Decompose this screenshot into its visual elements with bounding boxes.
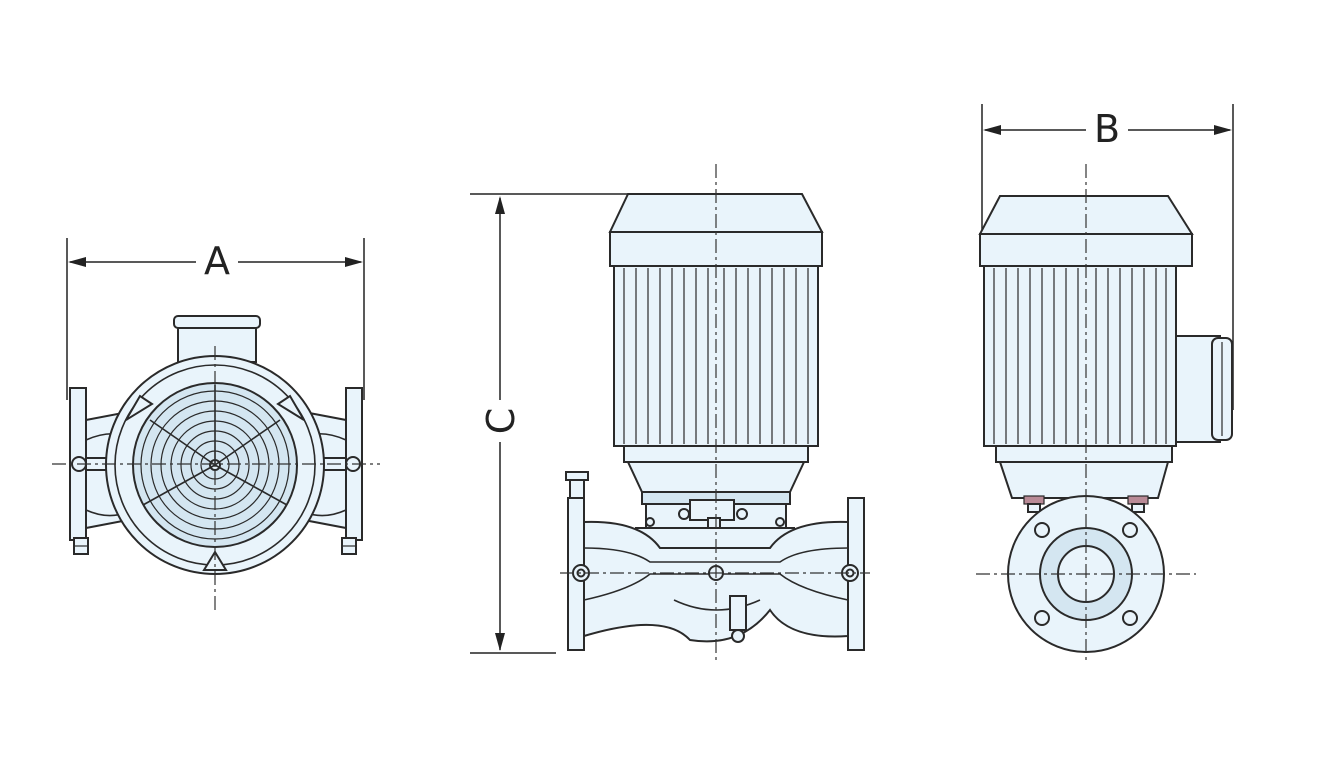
front-elevation-view: C [470, 164, 870, 662]
motor-fins [623, 268, 809, 444]
dimension-label-b: B [1094, 107, 1120, 151]
side-elevation-view: B [976, 104, 1234, 660]
dimension-c: C [470, 193, 640, 654]
dimension-a: A [66, 238, 365, 400]
dimension-label-a: A [204, 239, 230, 283]
dimension-label-c: C [479, 408, 523, 435]
fan-end-view: A [52, 238, 380, 612]
dimension-b: B [981, 104, 1234, 410]
motor-fins-side [993, 268, 1167, 444]
